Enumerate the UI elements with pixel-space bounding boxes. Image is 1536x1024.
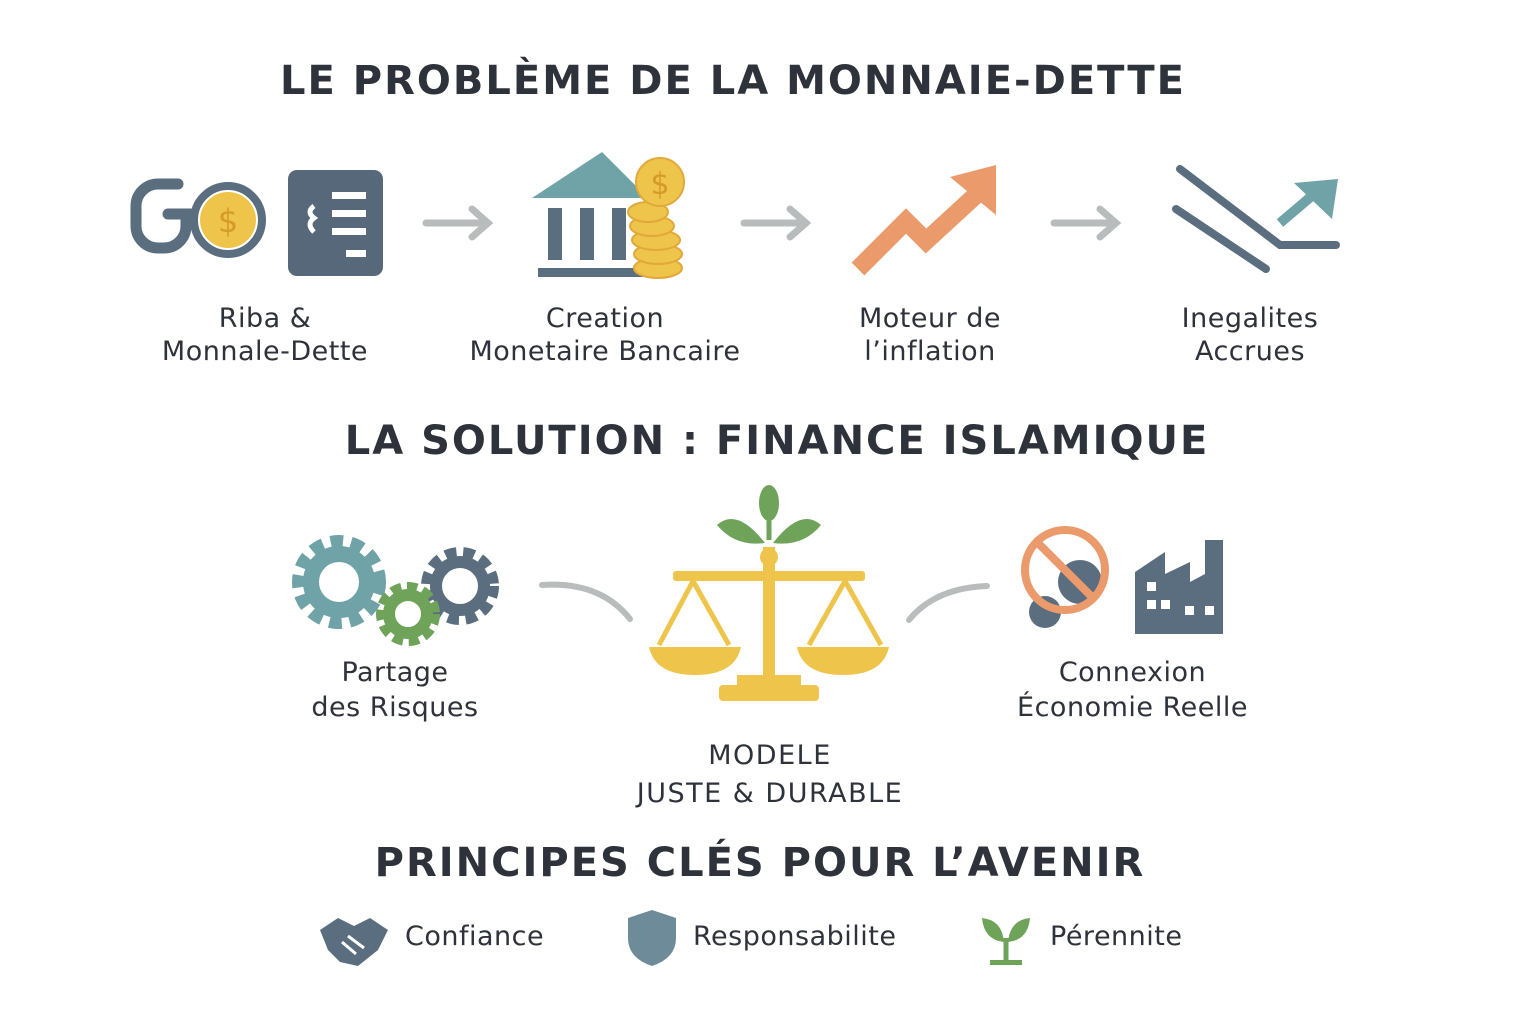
diverging-lines-icon	[1172, 165, 1340, 273]
arrow-icon	[422, 205, 494, 241]
solution-title: LA SOLUTION : FINANCE ISLAMIQUE	[344, 418, 1210, 464]
arrow-icon	[1050, 205, 1122, 241]
bank-coins-icon: $	[532, 152, 685, 279]
principle-confiance: Confiance	[405, 921, 545, 952]
gears-icon	[292, 535, 499, 646]
connector-left	[539, 581, 633, 622]
svg-text:$: $	[650, 167, 669, 202]
sprout-icon	[982, 918, 1030, 965]
chain-coin-icon: $	[130, 178, 266, 258]
principle-responsabilite: Responsabilite	[693, 921, 897, 952]
connector-right	[906, 583, 990, 623]
problem-title: LE PROBLÈME DE LA MONNAIE-DETTE	[280, 58, 1186, 104]
principle-perennite: Pérennite	[1050, 921, 1183, 952]
principles-title: PRINCIPES CLÉS POUR L’AVENIR	[374, 840, 1146, 886]
no-speculation-factory-icon	[1021, 526, 1223, 634]
handshake-icon	[320, 918, 388, 966]
shield-icon	[628, 910, 676, 966]
trend-up-arrow-icon	[851, 165, 996, 276]
step-label-riba: Riba &Monnale-Dette	[161, 303, 369, 367]
balance-scale-sprout-icon	[649, 485, 889, 701]
document-icon	[288, 170, 383, 276]
arrow-icon	[740, 205, 812, 241]
svg-text:$: $	[218, 202, 238, 240]
